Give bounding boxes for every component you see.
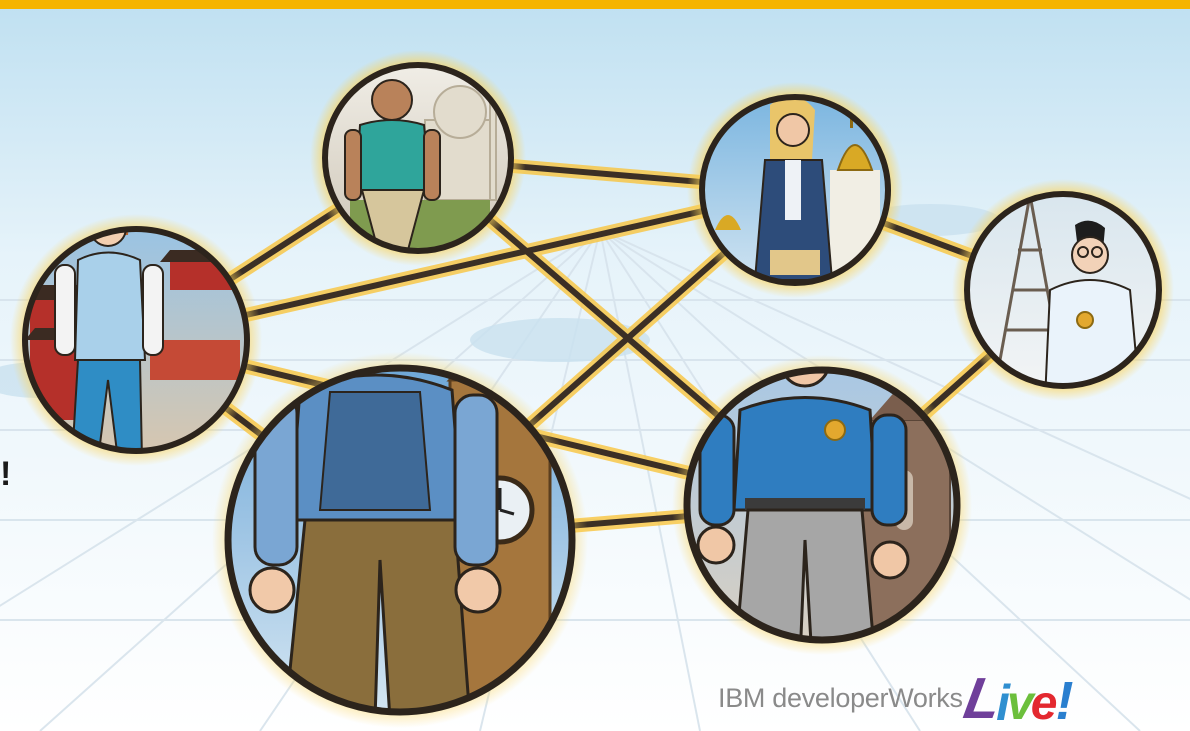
- brand-company: IBM developerWorks: [718, 683, 963, 713]
- person-japan-circle: [10, 214, 262, 466]
- edge-text: !: [0, 455, 12, 493]
- live-letter-v: v: [1007, 677, 1034, 730]
- person-russia-figure: [753, 97, 834, 281]
- live-letter-e: e: [1030, 677, 1058, 730]
- live-letter-exclamation: !: [1055, 671, 1074, 731]
- person-paris-circle: [952, 179, 1174, 401]
- person-london-circle: [212, 352, 588, 728]
- top-accent-bar: [0, 0, 1190, 9]
- person-italy-figure: [696, 370, 910, 640]
- person-italy-circle: [672, 355, 972, 655]
- live-logo: L i v e !: [959, 666, 1074, 731]
- person-india-circle: [310, 50, 526, 266]
- live-letter-i: i: [996, 675, 1011, 731]
- person-japan-figure: [54, 229, 164, 451]
- person-london-figure: [248, 368, 502, 712]
- person-russia-circle: [687, 82, 903, 298]
- brand-logo: IBM developerWorks L i v e !: [718, 666, 1074, 731]
